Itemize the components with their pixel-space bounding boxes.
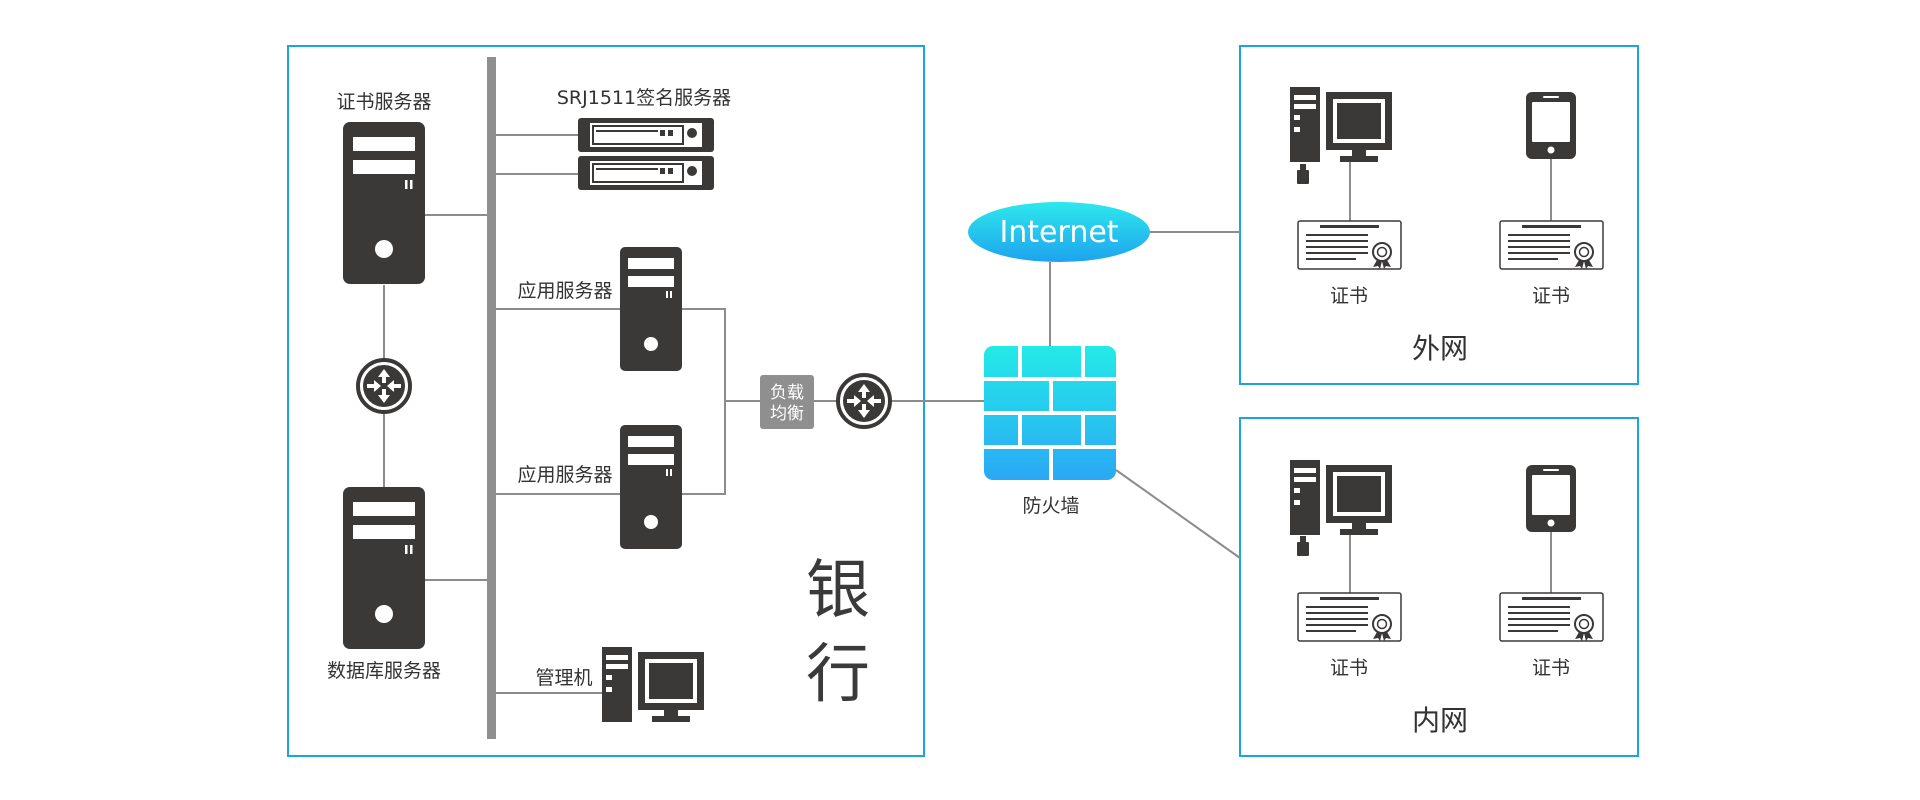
load-balancer-label-line1: 负载 <box>770 383 804 403</box>
app-server-1-icon <box>620 247 682 371</box>
cert-server-label: 证书服务器 <box>336 91 431 113</box>
load-balancer-label-line2: 均衡 <box>770 404 804 424</box>
extranet-title: 外网 <box>1412 332 1468 365</box>
intranet-pc-icon <box>1290 460 1392 535</box>
intranet-usbkey-icon <box>1297 536 1309 556</box>
app-server-2-label: 应用服务器 <box>517 464 612 486</box>
extranet-cert-1-label: 证书 <box>1330 285 1368 307</box>
extranet-cert-1-icon <box>1297 220 1402 270</box>
extranet-usbkey-icon <box>1297 164 1309 184</box>
intranet-zone <box>1239 417 1639 757</box>
intranet-cert-1-label: 证书 <box>1330 657 1368 679</box>
intranet-cert-2-icon <box>1499 592 1604 642</box>
bank-title-line1: 银 <box>806 554 870 628</box>
db-server-icon <box>343 487 425 649</box>
db-server-label: 数据库服务器 <box>327 660 441 682</box>
sign-server-label: SRJ1511签名服务器 <box>557 87 731 109</box>
app-server-2-icon <box>620 425 682 549</box>
admin-pc-label: 管理机 <box>535 667 592 689</box>
firewall-label: 防火墙 <box>1022 495 1079 517</box>
intranet-cert-2-label: 证书 <box>1532 657 1570 679</box>
extranet-cert-2-label: 证书 <box>1532 285 1570 307</box>
extranet-phone-icon <box>1526 92 1576 159</box>
sign-server-rack-icon <box>578 156 714 190</box>
gateway-router-icon <box>836 373 892 429</box>
connection-lines <box>383 134 1552 694</box>
intranet-title: 内网 <box>1412 704 1468 737</box>
sign-server-rack-icon <box>578 118 714 152</box>
firewall-icon <box>984 346 1116 480</box>
intranet-phone-icon <box>1526 465 1576 532</box>
bank-network-bus <box>487 57 496 739</box>
extranet-cert-2-icon <box>1499 220 1604 270</box>
load-balancer: 负载 均衡 <box>760 375 814 429</box>
admin-pc-icon <box>602 647 704 722</box>
bank-title-line2: 行 <box>806 638 870 712</box>
cert-server-icon <box>343 122 425 284</box>
extranet-pc-icon <box>1290 87 1392 162</box>
intranet-cert-1-icon <box>1297 592 1402 642</box>
internet-cloud: Internet <box>968 202 1150 262</box>
app-server-1-label: 应用服务器 <box>517 280 612 302</box>
bank-router-icon <box>356 358 412 414</box>
internet-label: Internet <box>999 215 1118 250</box>
extranet-zone <box>1239 45 1639 385</box>
